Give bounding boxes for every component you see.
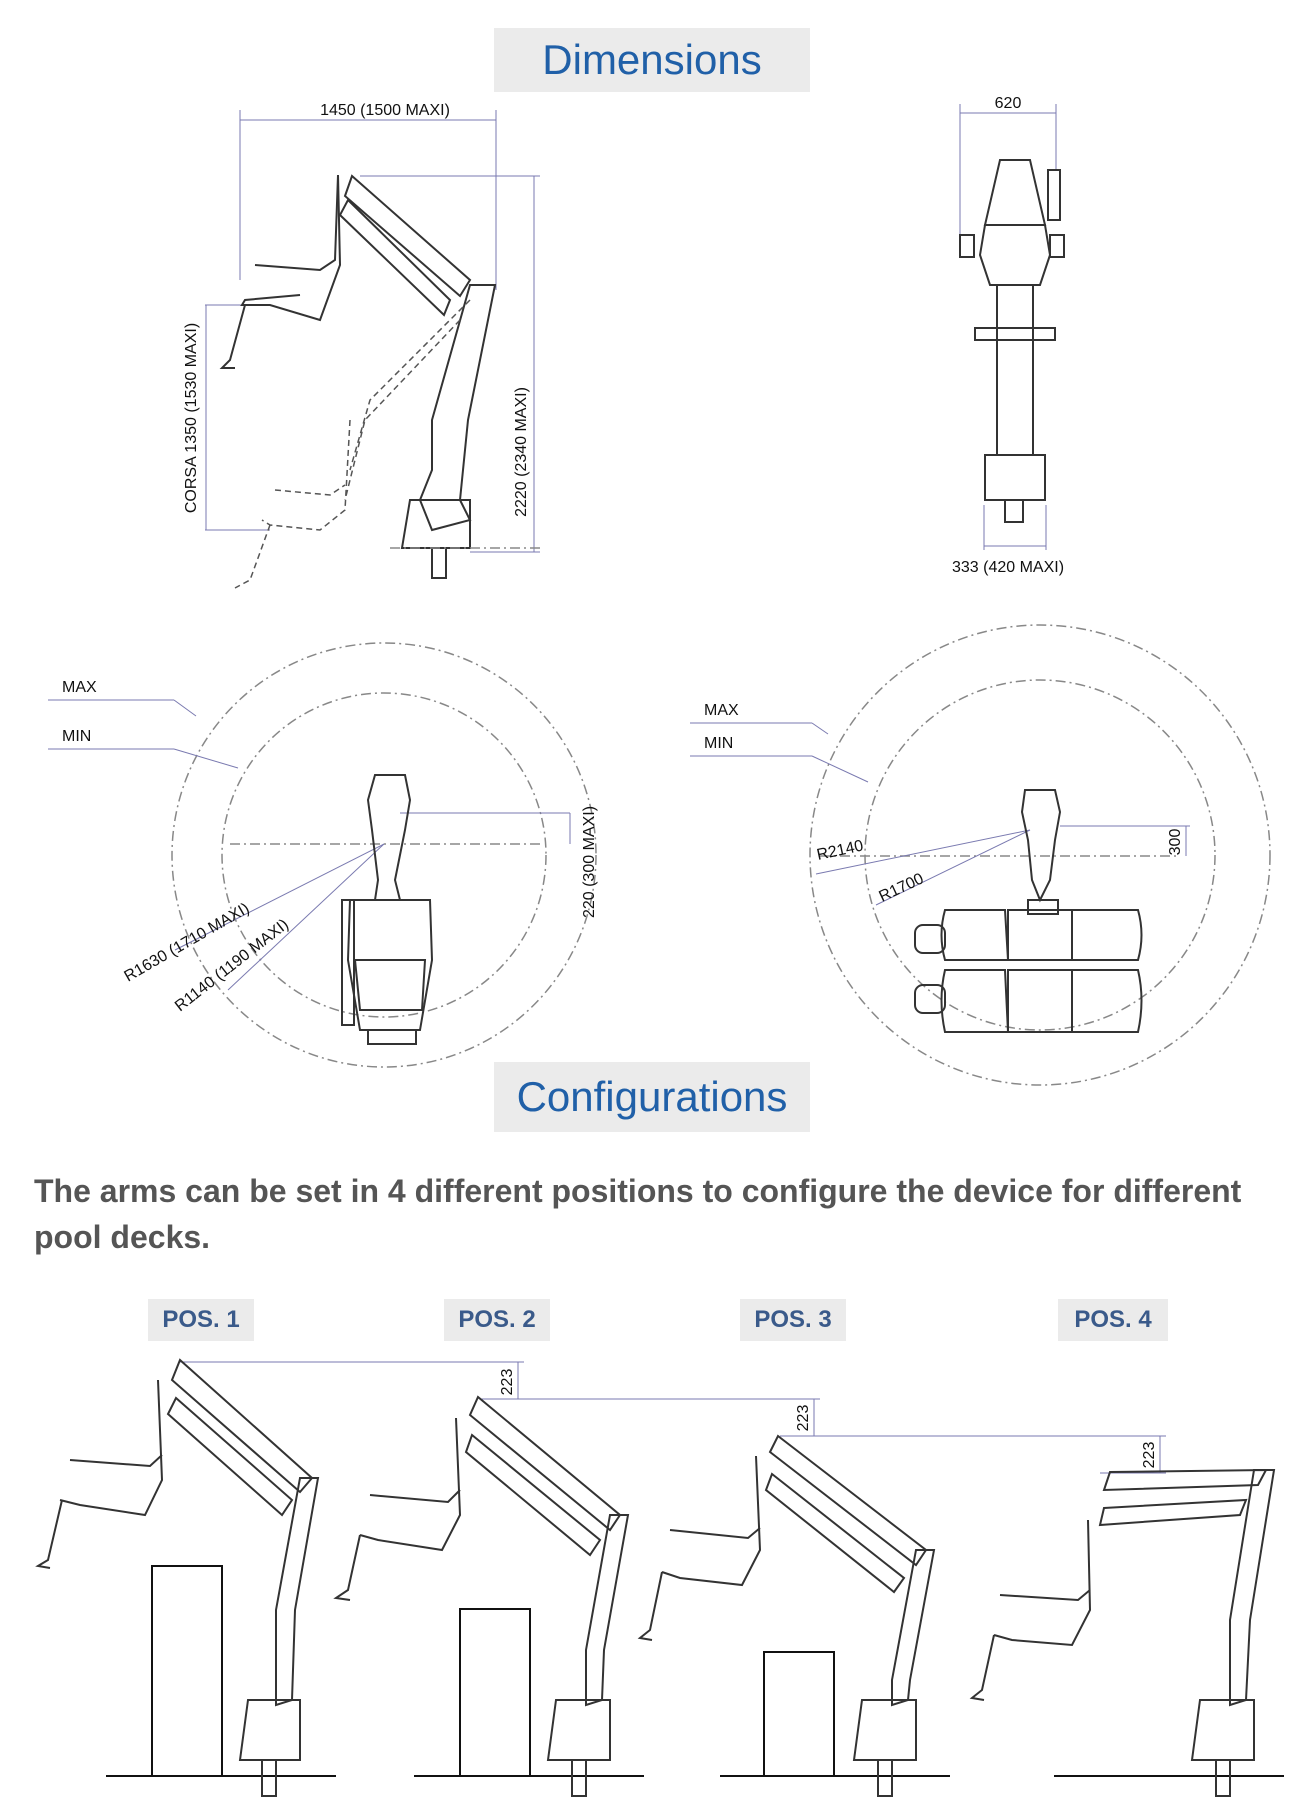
configurations-heading: Configurations — [494, 1062, 810, 1132]
configuration-drawings: 223 223 223 — [35, 1358, 1284, 1797]
right-offset-dimension: 300 — [1167, 829, 1184, 856]
front-base-width-dimension: 333 (420 MAXI) — [952, 559, 1064, 576]
front-width-dimension: 620 — [995, 95, 1022, 112]
step-dimension-3: 223 — [1141, 1442, 1158, 1469]
configurations-description: The arms can be set in 4 different posit… — [34, 1173, 1242, 1255]
dimensions-heading: Dimensions — [494, 28, 810, 92]
right-max-radius-dimension: R2140 — [815, 837, 865, 863]
side-width-dimension: 1450 (1500 MAXI) — [320, 102, 450, 119]
position-3-label: POS. 3 — [740, 1299, 846, 1341]
lift-position-3 — [637, 1434, 936, 1797]
left-radius-drawing: MAX MIN 220 (300 MAXI) R1630 (1710 MAXI)… — [48, 642, 598, 1068]
step-dimension-1: 223 — [499, 1369, 516, 1396]
lift-position-4 — [969, 1468, 1276, 1797]
front-view-drawing: 620 333 (420 MAXI) — [952, 95, 1065, 576]
lift-position-1 — [35, 1358, 320, 1797]
side-view-drawing: 1450 (1500 MAXI) 2220 (2340 MAXI) CORSA … — [183, 102, 540, 589]
side-height-dimension: 2220 (2340 MAXI) — [513, 387, 530, 517]
step-dimension-2: 223 — [795, 1405, 812, 1432]
right-radius-drawing: MAX MIN 300 R2140 R1700 — [690, 624, 1271, 1086]
right-max-label: MAX — [704, 702, 739, 719]
position-1-label: POS. 1 — [148, 1299, 254, 1341]
side-seat-height-dimension: CORSA 1350 (1530 MAXI) — [183, 323, 200, 513]
left-min-label: MIN — [62, 728, 91, 745]
left-offset-dimension: 220 (300 MAXI) — [581, 806, 598, 918]
right-min-label: MIN — [704, 735, 733, 752]
position-4-label: POS. 4 — [1058, 1299, 1168, 1341]
position-2-label: POS. 2 — [444, 1299, 550, 1341]
lift-position-2 — [333, 1395, 630, 1797]
left-max-label: MAX — [62, 679, 97, 696]
right-min-radius-dimension: R1700 — [877, 870, 927, 905]
